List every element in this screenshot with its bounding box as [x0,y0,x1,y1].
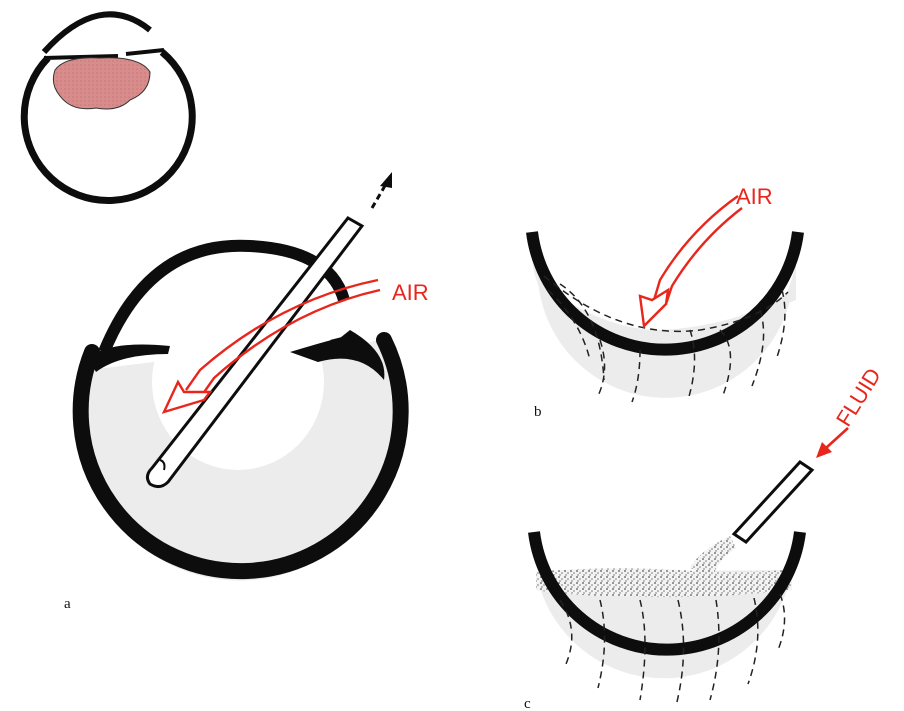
thumbnail-iris-right [126,50,164,54]
panel-label-b: b [534,404,542,420]
air-arrow-b-head [640,290,668,326]
outflow-arrow-shaft [372,184,386,208]
panel-b [532,232,798,402]
air-arrow-b-outer [654,196,738,300]
thumbnail-eye [24,14,192,200]
panel-c [534,532,800,706]
air-label-main: AIR [392,280,429,305]
thumbnail-cornea [44,14,150,52]
air-arrow-b: AIR [640,184,773,326]
thumbnail-lens [53,58,150,109]
fluid-arrow-shaft [826,428,848,448]
fluid-label: FLUID [831,363,886,430]
fluid-cannula-tube [734,462,812,542]
panel-c-debris-layer [536,568,792,597]
panel-label-a: a [64,596,71,612]
air-label-b: AIR [736,184,773,209]
outflow-arrow-head [380,172,392,188]
fluid-cannula: FLUID [734,363,886,542]
panel-label-c: c [524,696,531,711]
panel-a-eye [80,246,401,581]
